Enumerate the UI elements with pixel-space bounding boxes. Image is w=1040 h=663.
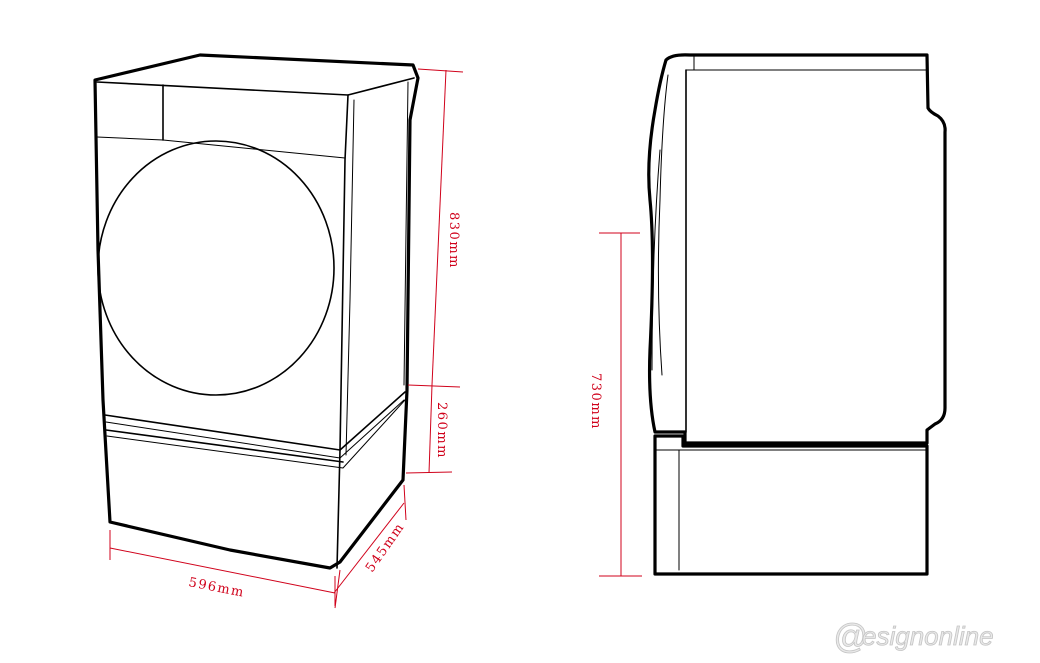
- front-right-edge: [336, 94, 349, 569]
- side-pedestal-outline: [653, 434, 929, 576]
- watermark-at: @: [833, 618, 868, 656]
- perspective-outline: [93, 53, 420, 570]
- pedestal-drawer-inner: [106, 399, 406, 469]
- watermark: @ esignonline: [833, 618, 994, 657]
- pedestal-top-edge: [105, 399, 405, 459]
- dim-830-label: 830mm: [446, 212, 461, 269]
- front-right-edge-inner: [345, 99, 355, 456]
- top-front-edge: [96, 77, 415, 96]
- dim-260-line: [428, 384, 433, 474]
- pedestal-drawer-top: [105, 429, 344, 463]
- door-circle: [97, 140, 335, 396]
- dim-545-right-tick: [403, 484, 407, 521]
- dim-596-label: 596mm: [187, 575, 246, 601]
- dim-830-bottom-tick: [407, 384, 461, 388]
- side-door-bulge: [657, 74, 669, 376]
- dim-830-top-tick: [417, 68, 464, 73]
- dim-730-label: 730mm: [588, 373, 603, 430]
- dim-260-bottom-tick: [405, 471, 453, 474]
- dryer-bottom-edge: [104, 391, 406, 451]
- dim-260-label: 260mm: [434, 402, 449, 459]
- perspective-view: [93, 53, 420, 570]
- dim-596-line: [109, 547, 336, 594]
- dim-830-line: [431, 69, 447, 386]
- watermark-text: esignonline: [862, 621, 994, 651]
- side-inner-edge: [403, 81, 409, 386]
- side-top-step: [685, 55, 695, 71]
- side-dryer-outline: [647, 53, 947, 445]
- dim-545-line: [333, 502, 405, 594]
- side-view: [647, 53, 947, 576]
- dimension-lines: [109, 68, 642, 609]
- side-door-inner: [651, 149, 661, 371]
- panel-bottom-edge: [96, 136, 346, 159]
